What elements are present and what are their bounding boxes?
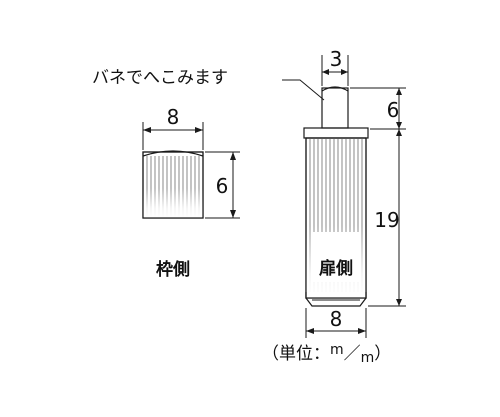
- pin-diameter-value: 3: [330, 47, 343, 71]
- arrowhead: [341, 69, 348, 75]
- door-side-part: [303, 86, 369, 307]
- arrowhead: [322, 69, 329, 75]
- unit-denominator: m: [361, 350, 375, 366]
- spring-callout: バネでへこみます: [92, 68, 325, 101]
- frame-part-outline: [142, 151, 204, 219]
- arrowhead: [396, 88, 402, 95]
- callout-leader-line: [282, 79, 325, 101]
- unit-suffix: ）: [374, 344, 391, 364]
- arrowhead: [396, 122, 402, 129]
- door-side-label: 扉側: [319, 258, 353, 279]
- arrowhead: [396, 129, 402, 136]
- pin-height-dimension: 6: [350, 87, 406, 130]
- door-part-collar: [303, 127, 369, 139]
- frame-side-part: [142, 150, 204, 219]
- unit-numerator: m: [330, 342, 344, 358]
- unit-note: （単位：m／m）: [262, 342, 391, 366]
- body-height-value: 19: [374, 208, 399, 232]
- arrowhead: [358, 328, 366, 334]
- frame-side-label: 枠側: [156, 259, 190, 280]
- frame-width-value: 8: [167, 105, 180, 129]
- spring-pin-tip: [321, 86, 349, 92]
- arrowhead: [143, 127, 151, 133]
- unit-slash: ／: [344, 344, 361, 364]
- arrowhead: [195, 127, 203, 133]
- arrowhead: [396, 299, 402, 306]
- frame-height-dimension: 6: [205, 151, 240, 219]
- spring-pin: [321, 87, 349, 129]
- door-part-label-area: [312, 232, 360, 282]
- arrowhead: [230, 210, 236, 218]
- spring-callout-text: バネでへこみます: [92, 68, 228, 88]
- pin-diameter-dimension: 3: [321, 47, 349, 86]
- body-width-dimension: 8: [305, 307, 367, 338]
- frame-part-fade: [143, 152, 203, 218]
- door-part-outline: [305, 137, 367, 299]
- unit-prefix: （単位：: [262, 344, 330, 364]
- arrowhead: [230, 152, 236, 160]
- arrowhead: [306, 328, 314, 334]
- body-height-dimension: 19: [368, 129, 406, 307]
- frame-height-value: 6: [216, 174, 229, 198]
- frame-width-dimension: 8: [142, 105, 204, 150]
- body-width-value: 8: [330, 307, 343, 331]
- pin-height-value: 6: [387, 98, 400, 122]
